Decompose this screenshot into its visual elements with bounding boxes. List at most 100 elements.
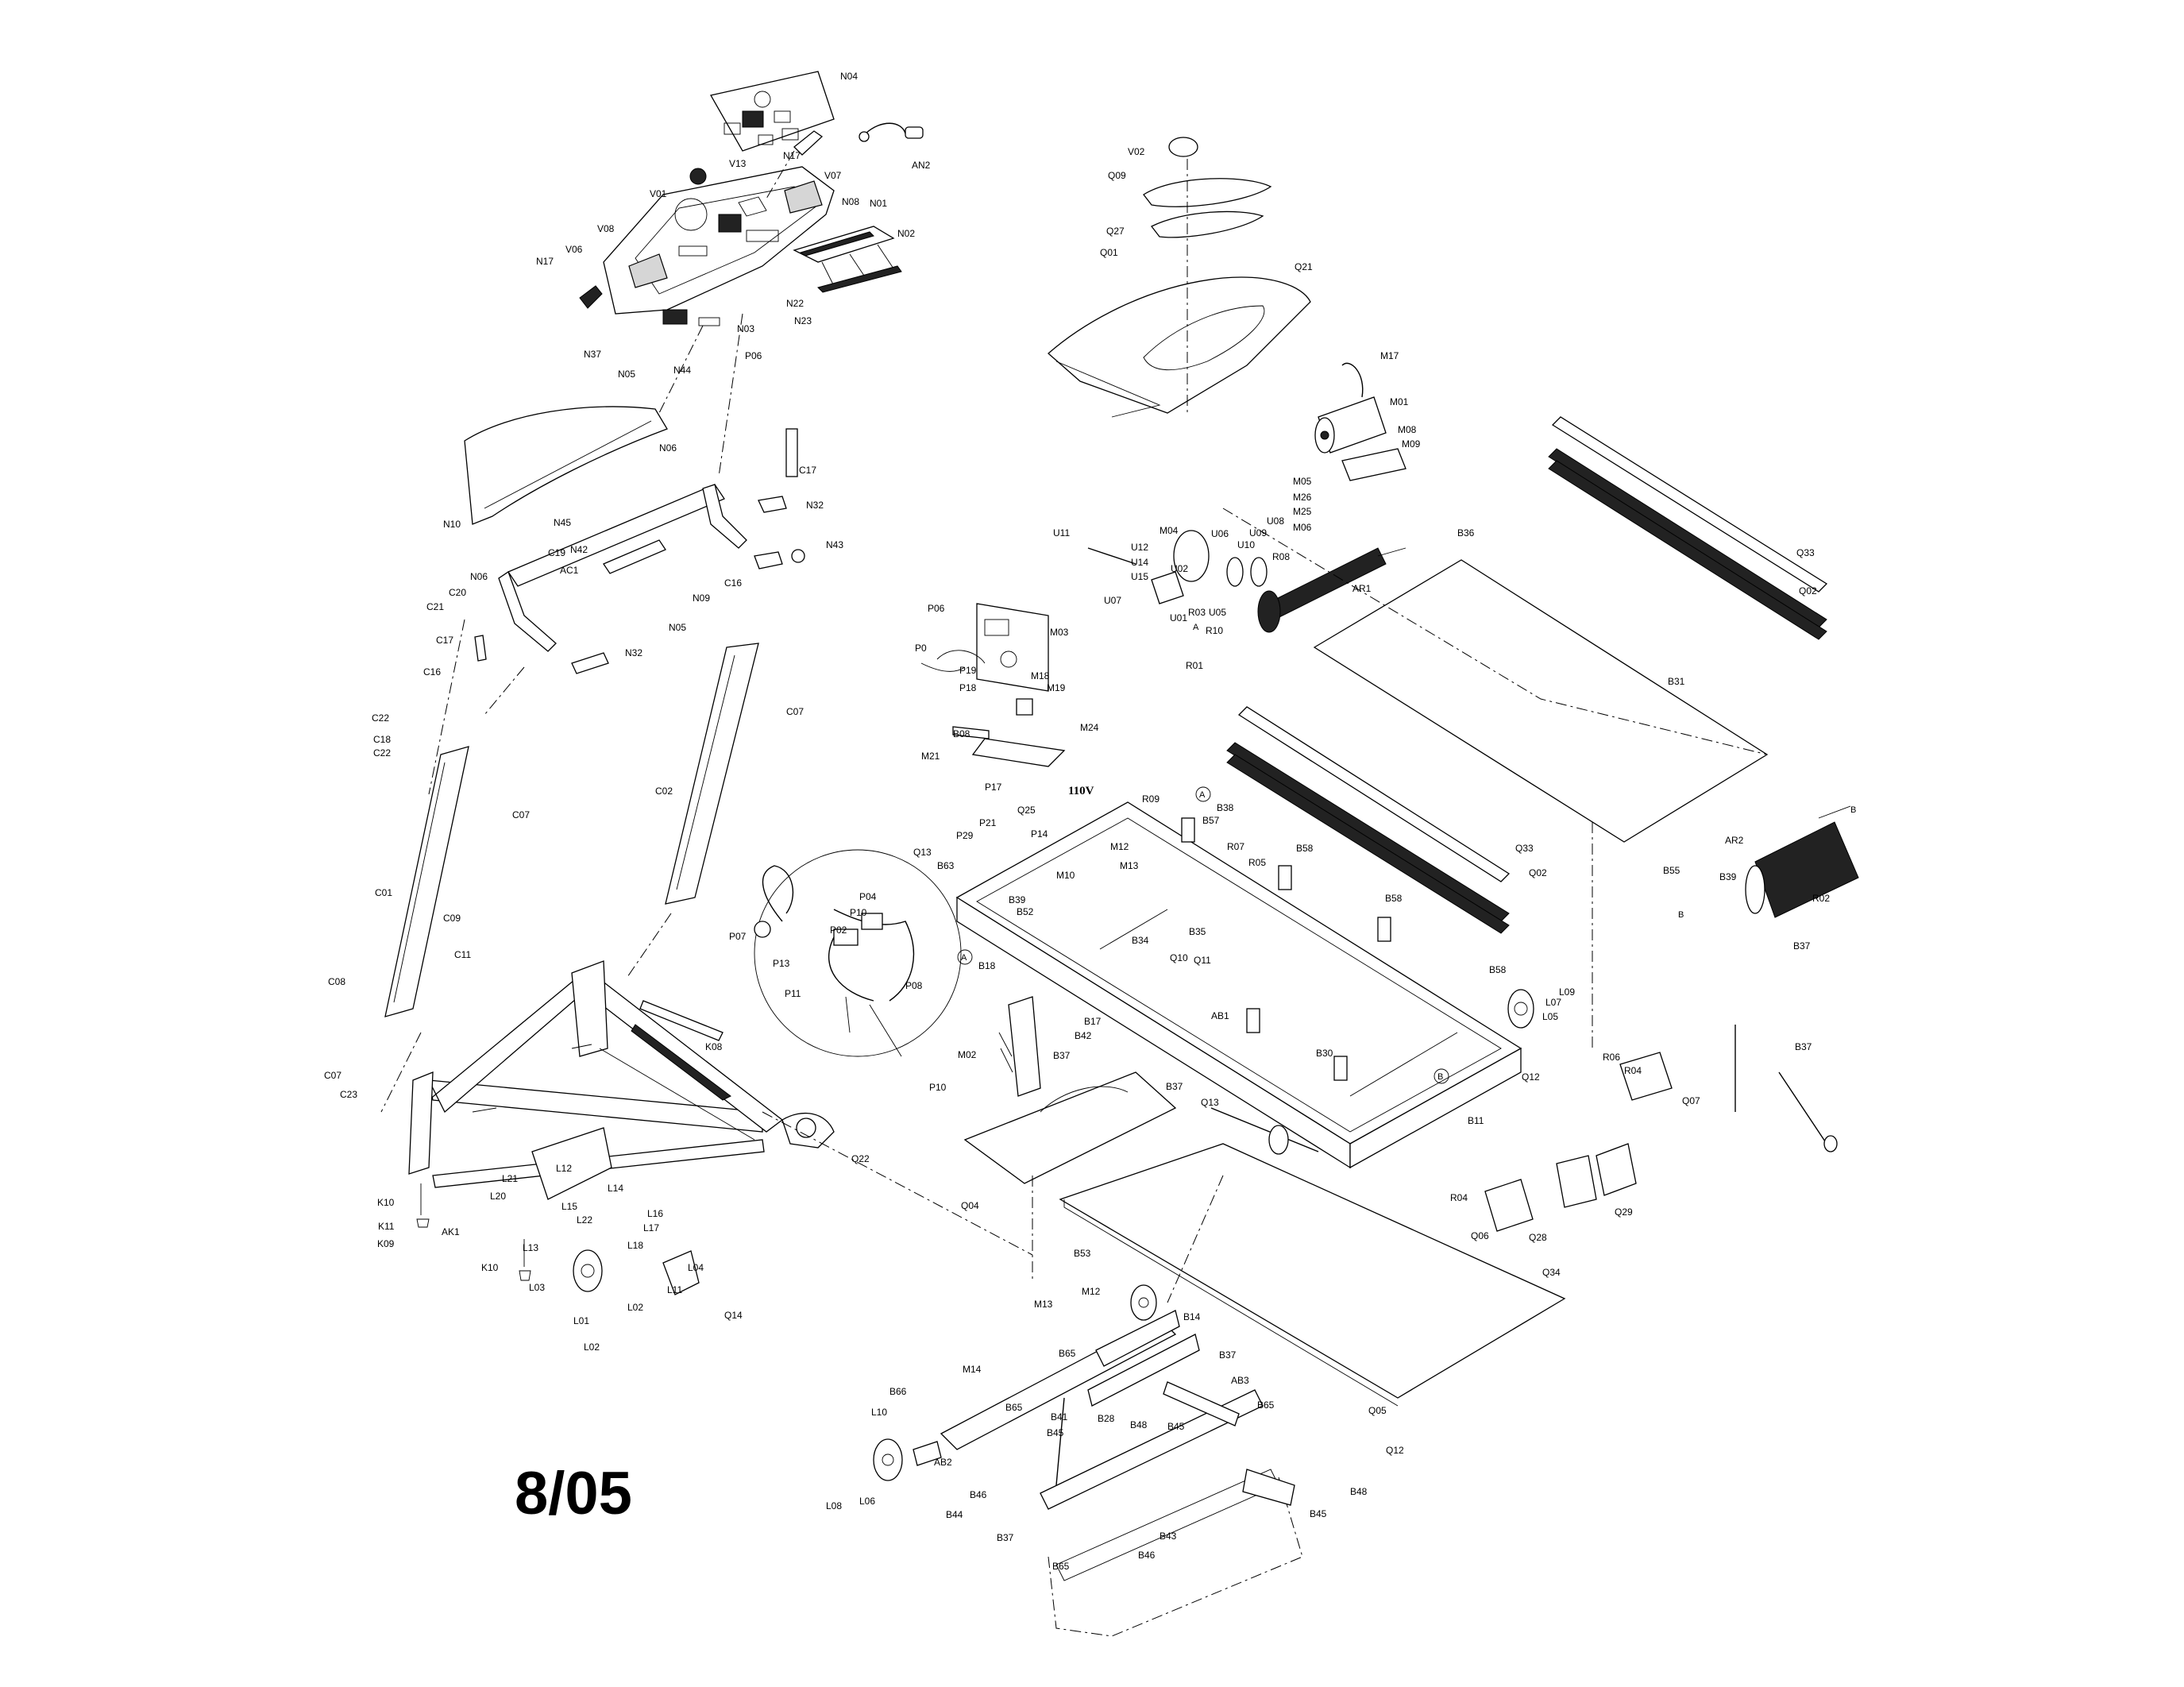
part-label-base-l22: L22 <box>577 1214 592 1226</box>
part-label-motor-m08: M08 <box>1398 424 1417 435</box>
part-label-incline-u02: U02 <box>1171 563 1188 574</box>
part-label-base-k08: K08 <box>705 1041 723 1052</box>
part-label-elec-p10-b: P10 <box>929 1082 947 1093</box>
part-label-ctrl-p18: P18 <box>959 682 977 693</box>
part-label-elec-p10-a: P10 <box>850 907 867 918</box>
part-label-handle-n45: N45 <box>554 517 571 528</box>
part-label-frame-m13: M13 <box>1120 860 1139 871</box>
part-label-frame-b38: B38 <box>1217 802 1234 813</box>
part-label-motor-m17: M17 <box>1380 350 1399 361</box>
part-label-frame-m02: M02 <box>958 1049 977 1060</box>
part-label-frame-r09: R09 <box>1142 793 1160 805</box>
part-label-lift-b41: B41 <box>1051 1411 1068 1423</box>
part-label-ctrl-m24: M24 <box>1080 722 1099 733</box>
console-guide-2 <box>718 313 743 477</box>
part-label-ctrl-m03: M03 <box>1050 627 1069 638</box>
part-label-deck-b31: B31 <box>1668 676 1685 687</box>
part-label-speaker-v06: V06 <box>565 244 583 255</box>
part-label-elec-p13: P13 <box>773 958 790 969</box>
part-label-lift-b43: B43 <box>1160 1531 1177 1542</box>
part-label-lift-m12: M12 <box>1082 1286 1101 1297</box>
part-label-hood-q21: Q21 <box>1295 261 1313 272</box>
part-label-remote-cable: AN2 <box>912 160 931 171</box>
part-label-incline-u06: U06 <box>1211 528 1229 539</box>
svg-text:A: A <box>1199 790 1206 800</box>
part-label-ctrl-p0: P0 <box>915 643 927 654</box>
part-label-wheel-l07: L07 <box>1545 997 1561 1008</box>
part-label-plate-q12: Q12 <box>1386 1445 1404 1456</box>
part-label-upright-c07-right: C07 <box>786 706 804 717</box>
incline-motor <box>998 996 1041 1097</box>
part-label-motor-m06: M06 <box>1293 522 1312 533</box>
part-label-frame-q13-low: Q13 <box>1201 1097 1219 1108</box>
part-label-console-n23: N23 <box>794 315 812 326</box>
part-label-handle-c19: C19 <box>548 547 565 558</box>
part-label-rear-b39: B39 <box>1719 871 1737 882</box>
part-label-elec-p02: P02 <box>830 925 847 936</box>
part-label-rail-q33-top: Q33 <box>1796 547 1815 558</box>
part-label-console-p06: P06 <box>745 350 762 361</box>
part-label-rail-q33-mid: Q33 <box>1515 843 1534 854</box>
part-label-frame-b52: B52 <box>1017 906 1034 917</box>
part-label-base-l03: L03 <box>529 1282 545 1293</box>
part-label-base-l04: L04 <box>688 1262 704 1273</box>
part-label-ctrl-m21: M21 <box>921 751 940 762</box>
part-label-frame-q11: Q11 <box>1194 955 1211 966</box>
part-label-lift-b46-a: B46 <box>970 1489 987 1500</box>
lift-base <box>1048 1469 1303 1637</box>
section-marker-a-2: A <box>957 949 973 965</box>
part-label-lift-ab2: AB2 <box>934 1457 952 1468</box>
part-label-base-l02-b: L02 <box>584 1341 600 1353</box>
part-label-console-n22: N22 <box>786 298 804 309</box>
part-label-upright-c07-low: C07 <box>324 1070 341 1081</box>
part-label-base-l18: L18 <box>627 1240 643 1251</box>
rear-stabilizer <box>1734 1025 1838 1152</box>
part-label-motor-m25: M25 <box>1293 506 1312 517</box>
part-label-frame-b37-b: B37 <box>1166 1081 1183 1092</box>
part-label-endcap-q28: Q28 <box>1529 1232 1547 1243</box>
part-label-frame-b58-mid: B58 <box>1385 893 1403 904</box>
part-label-console-n05: N05 <box>618 369 635 380</box>
part-label-base-l02-a: L02 <box>627 1302 643 1313</box>
part-label-hood-v02: V02 <box>1128 146 1145 157</box>
part-label-endcap-r04-b: R04 <box>1450 1192 1468 1203</box>
part-label-lift-b65-b: B65 <box>1005 1402 1023 1413</box>
part-label-frame-b57: B57 <box>1202 815 1220 826</box>
console-guide-3 <box>766 150 795 199</box>
part-label-frame-b17: B17 <box>1084 1016 1102 1027</box>
part-label-console-n44: N44 <box>673 365 691 376</box>
part-label-base-l12: L12 <box>556 1163 572 1174</box>
part-label-console-n08: N08 <box>842 196 859 207</box>
part-label-endcap-q06: Q06 <box>1471 1230 1489 1241</box>
end-caps <box>1484 1052 1673 1232</box>
part-label-base-l11: L11 <box>667 1284 682 1295</box>
part-label-rear-ar2: AR2 <box>1725 835 1744 846</box>
part-label-lift-m14: M14 <box>963 1364 982 1375</box>
part-label-frame-b35: B35 <box>1189 926 1206 937</box>
part-label-incline-u10: U10 <box>1237 539 1255 550</box>
part-label-incline-r08: R08 <box>1272 551 1290 562</box>
part-label-hood-q09: Q09 <box>1108 170 1126 181</box>
part-label-roller-ar1: AR1 <box>1352 583 1372 594</box>
part-label-console-n37: N37 <box>584 349 601 360</box>
part-label-frame-m12: M12 <box>1110 841 1129 852</box>
part-label-lift-b65-d: B65 <box>1052 1561 1070 1572</box>
part-label-frame-b18: B18 <box>978 960 996 971</box>
part-label-frame-b63: B63 <box>937 860 955 871</box>
part-label-rail-q02-mid: Q02 <box>1529 867 1547 878</box>
part-label-endcap-q29: Q29 <box>1615 1206 1633 1218</box>
lift-frame <box>873 1284 1264 1510</box>
part-label-frame-b37-a: B37 <box>1053 1050 1071 1061</box>
section-marker-b-2: B <box>1678 910 1684 920</box>
part-label-upright-c22-b: C22 <box>373 747 391 759</box>
left-upright <box>384 635 487 1017</box>
part-label-lift-l10: L10 <box>871 1407 887 1418</box>
remote-cable <box>859 122 924 142</box>
main-frame <box>955 801 1522 1169</box>
part-label-ctrl-p06: P06 <box>928 603 945 614</box>
part-label-hood-q27: Q27 <box>1106 226 1125 237</box>
drive-motor <box>1314 362 1406 481</box>
part-label-lift-b48-a: B48 <box>1130 1419 1148 1430</box>
part-label-lift-b65-c: B65 <box>1257 1399 1275 1411</box>
part-label-lift-l06: L06 <box>859 1496 875 1507</box>
